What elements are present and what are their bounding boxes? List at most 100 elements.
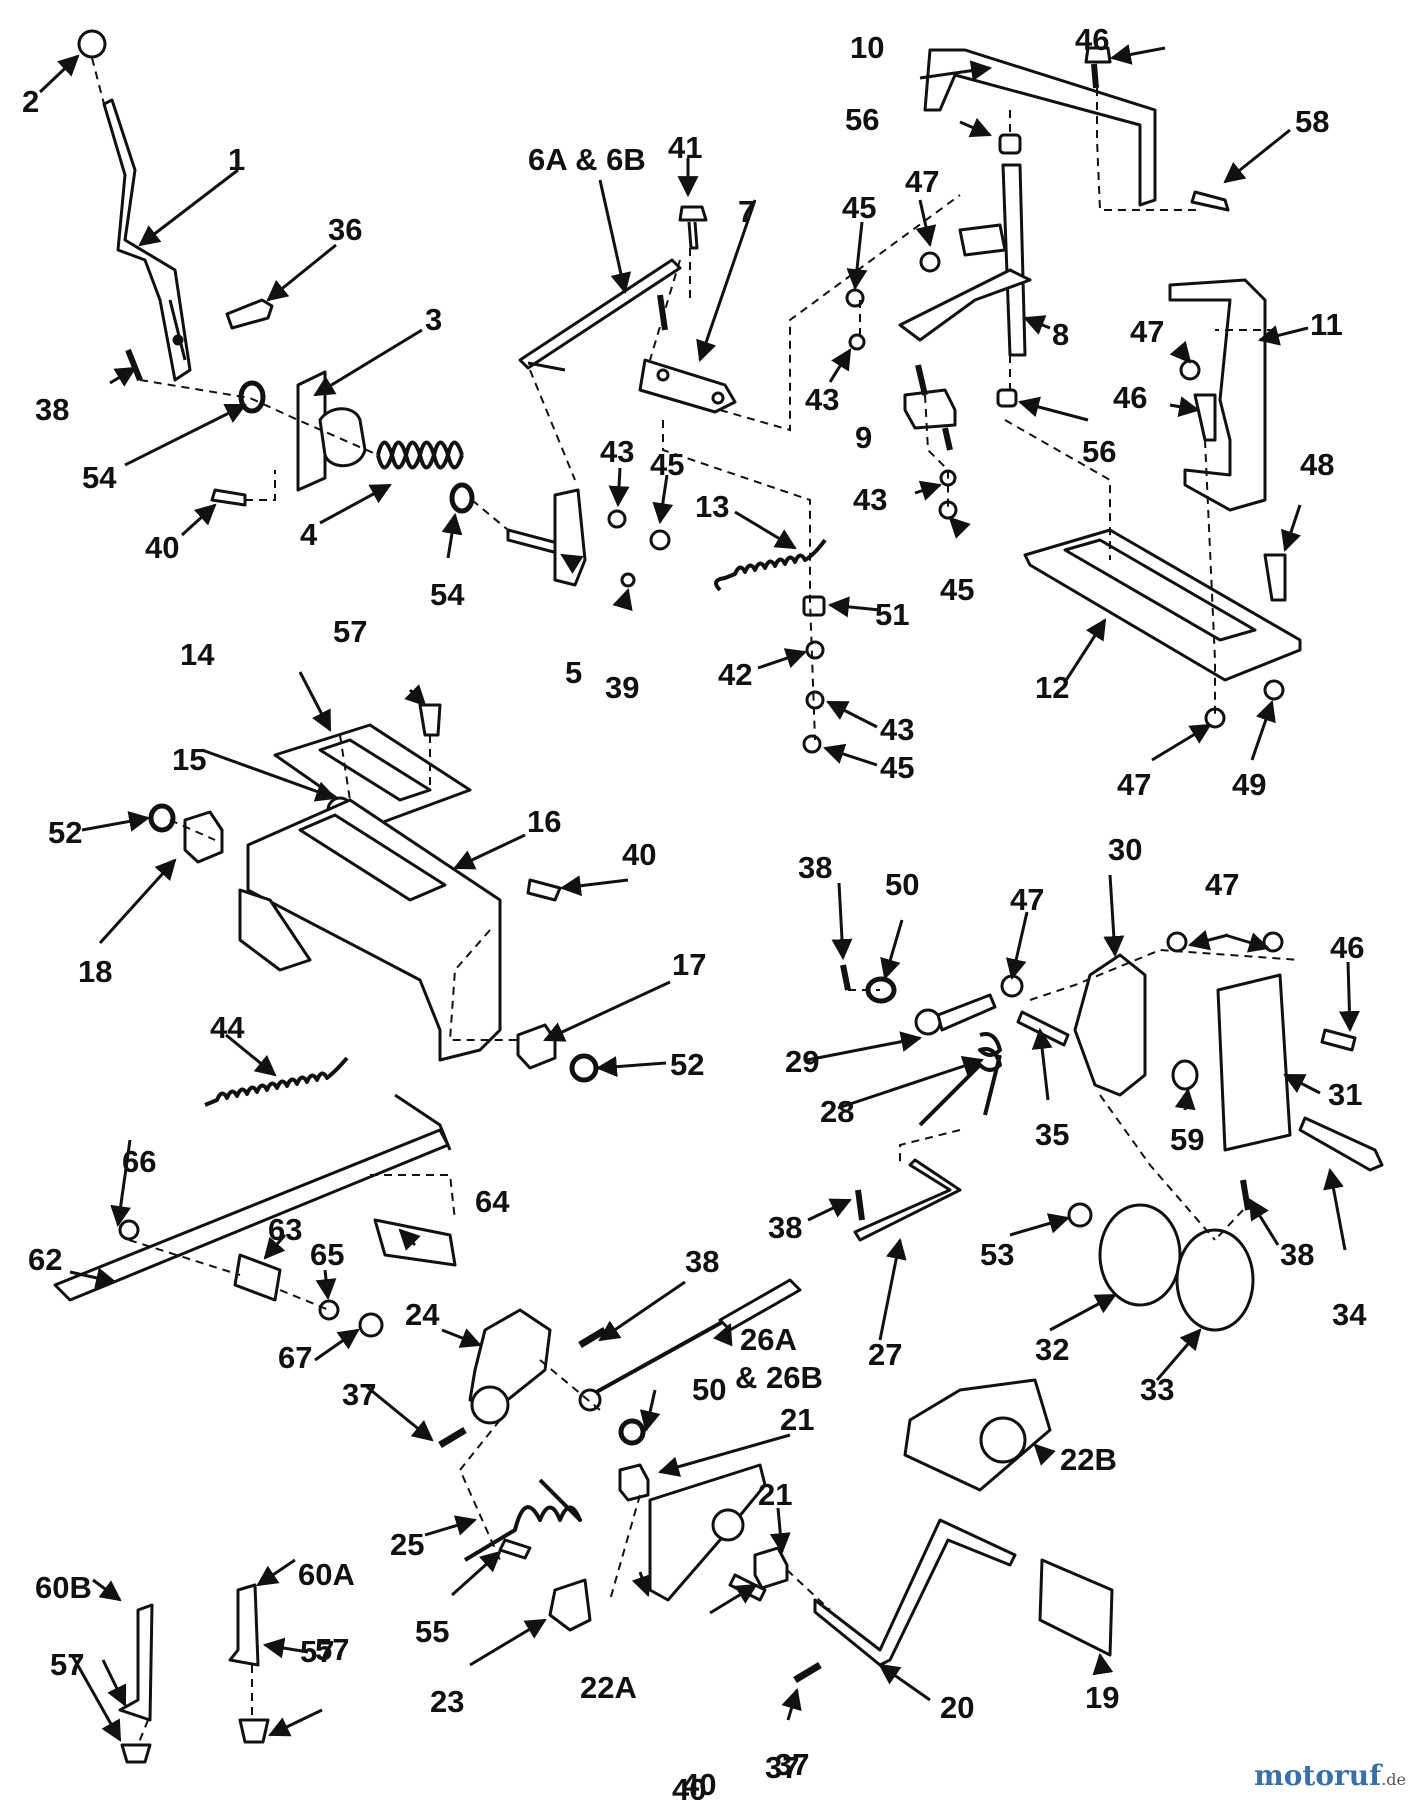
shaft-plate-part xyxy=(898,163,1032,357)
screw-part xyxy=(418,703,442,737)
cotter-pin-part xyxy=(1240,1179,1251,1211)
washer-part xyxy=(148,803,176,833)
nut-part xyxy=(1067,1202,1093,1228)
rod-part xyxy=(518,258,682,372)
clevis-pin-part xyxy=(1016,1010,1070,1047)
grip-part xyxy=(1038,1558,1114,1657)
angle-bracket-part xyxy=(118,1603,154,1722)
clip-part xyxy=(548,1578,592,1632)
bolt-part xyxy=(526,878,562,902)
callout-label: 25 xyxy=(390,1527,424,1562)
idler-arm-part xyxy=(1073,953,1147,1097)
screw-part xyxy=(238,1718,270,1744)
callout-label: 37 xyxy=(775,1747,809,1782)
nut-part xyxy=(1000,974,1024,998)
callout-label: 49 xyxy=(1232,767,1266,802)
pivot-pin-part xyxy=(233,1253,282,1302)
slotted-plate-part xyxy=(1023,528,1302,682)
callout-label: 33 xyxy=(1140,1372,1174,1407)
mount-plate-part xyxy=(1216,973,1292,1152)
callout-label: 50 xyxy=(885,867,919,902)
nut-part xyxy=(1263,679,1285,701)
watermark-suffix: .de xyxy=(1381,1770,1406,1789)
washer-part xyxy=(848,333,866,351)
extension-spring-part xyxy=(204,1056,349,1107)
callout-label: 40 xyxy=(682,1767,716,1800)
cotter-pin-part xyxy=(125,348,143,382)
bracket-tube-part xyxy=(296,370,367,492)
callout-label: 37 xyxy=(342,1377,376,1412)
callout-label: 29 xyxy=(785,1044,819,1079)
callout-label: 8 xyxy=(1052,317,1069,352)
callout-label: 31 xyxy=(1328,1077,1362,1112)
callout-label: 19 xyxy=(1085,1680,1119,1715)
callout-label: 47 xyxy=(1010,882,1044,917)
pin-part xyxy=(438,1426,467,1449)
pedal-bracket-part xyxy=(711,1508,745,1542)
pulley-part xyxy=(1098,1203,1182,1307)
callout-label: 36 xyxy=(328,212,362,247)
callout-label: & 26B xyxy=(735,1360,823,1395)
callout-label: 60A xyxy=(298,1557,355,1592)
rod-part xyxy=(853,1158,962,1242)
spacer-part xyxy=(1171,1059,1199,1091)
brake-band-part xyxy=(1175,1228,1255,1332)
nut-part xyxy=(919,251,941,273)
callout-label: 43 xyxy=(600,434,634,469)
callout-label: 38 xyxy=(35,392,69,427)
callout-label: 43 xyxy=(880,712,914,747)
callout-label: 4 xyxy=(300,517,318,552)
washer-part xyxy=(449,482,475,514)
callout-label: 64 xyxy=(475,1184,510,1219)
callout-label: 47 xyxy=(1130,314,1164,349)
bushing-part xyxy=(618,1463,650,1502)
callout-label: 53 xyxy=(980,1237,1014,1272)
bolt-part xyxy=(210,488,247,507)
cotter-pin-part xyxy=(855,1189,865,1221)
shift-arm-part xyxy=(506,488,587,587)
callout-label: 41 xyxy=(668,130,702,165)
knob-part xyxy=(77,29,107,59)
callout-label: 28 xyxy=(820,1094,854,1129)
washer-part xyxy=(805,690,825,710)
callout-label: 1 xyxy=(228,142,245,177)
pivot-block-part xyxy=(903,364,957,451)
side-bracket-part xyxy=(1168,278,1267,512)
washer-part xyxy=(607,509,627,529)
spring-part xyxy=(376,440,464,470)
callout-label: 42 xyxy=(718,657,752,692)
callout-label: 63 xyxy=(268,1212,302,1247)
callout-label: 52 xyxy=(48,815,82,850)
callout-label: 46 xyxy=(1075,22,1109,57)
callout-label: 34 xyxy=(1332,1297,1367,1332)
callout-label: 40 xyxy=(145,530,179,565)
callout-label: 16 xyxy=(527,804,561,839)
callout-label: 66 xyxy=(122,1144,156,1179)
callout-label: 26A xyxy=(740,1322,797,1357)
link-plate-part xyxy=(638,358,737,414)
callout-label: 37 xyxy=(765,1750,799,1785)
callout-label: 7 xyxy=(738,194,755,229)
cotter-pin-part xyxy=(840,964,851,991)
callout-label: 30 xyxy=(1108,832,1142,867)
callout-label: 48 xyxy=(1300,447,1334,482)
callout-label: 9 xyxy=(855,420,872,455)
callout-label: 40 xyxy=(672,1772,706,1800)
washer-part xyxy=(865,976,897,1004)
callout-label: 38 xyxy=(1280,1237,1314,1272)
bolt-part xyxy=(1193,393,1217,442)
callout-label: 13 xyxy=(695,489,729,524)
washer-part xyxy=(569,1053,599,1083)
callout-label: 47 xyxy=(1117,767,1151,802)
washer-part xyxy=(318,1299,340,1321)
callout-label: 45 xyxy=(940,572,974,607)
callout-label: 20 xyxy=(940,1690,974,1725)
callout-label: 38 xyxy=(798,850,832,885)
callout-label: 38 xyxy=(768,1210,802,1245)
watermark-text: motoruf xyxy=(1254,1759,1382,1792)
shoulder-bolt-part xyxy=(914,993,997,1036)
bearing-part xyxy=(979,1416,1027,1464)
bushing-part xyxy=(183,810,224,864)
nut-part xyxy=(1166,931,1188,953)
callout-label: 57 xyxy=(315,1632,349,1667)
